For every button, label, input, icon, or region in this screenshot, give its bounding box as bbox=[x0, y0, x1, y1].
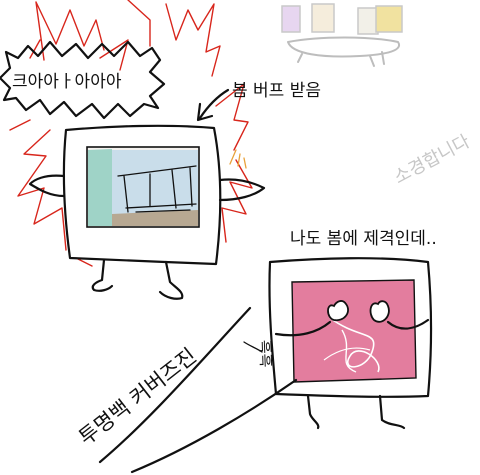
left-picture-teal bbox=[88, 149, 112, 226]
arrow-icon bbox=[196, 88, 230, 122]
sob-text: 흑흑 bbox=[256, 340, 275, 368]
faint-handwriting-right: 소경합니다 bbox=[390, 131, 473, 189]
character-left-frame bbox=[28, 124, 266, 300]
bottom-left-handwriting: 투명백 커버즈진 bbox=[74, 344, 201, 450]
caption-me-too: 나도 봄에 제격인데.. bbox=[290, 229, 437, 249]
faint-cup-4 bbox=[375, 5, 403, 33]
background-table-sketch bbox=[281, 3, 403, 67]
speech-bubble-shout: 크아아ㅏ아아아 bbox=[0, 40, 166, 120]
diagonal-lines bbox=[98, 306, 298, 474]
faint-right-text: 소경합니다 bbox=[390, 131, 473, 189]
sob-scribble: 흑흑 bbox=[243, 340, 275, 368]
bottom-left-text: 투명백 커버즈진 bbox=[74, 344, 201, 450]
faint-cup-3 bbox=[357, 7, 379, 35]
faint-cup-2 bbox=[311, 3, 335, 33]
caption-spring-buff: 봄 버프 받음 bbox=[232, 81, 321, 101]
shout-text: 크아아ㅏ아아아 bbox=[12, 72, 122, 92]
faint-cup-1 bbox=[281, 5, 301, 33]
character-right-frame bbox=[268, 257, 433, 430]
